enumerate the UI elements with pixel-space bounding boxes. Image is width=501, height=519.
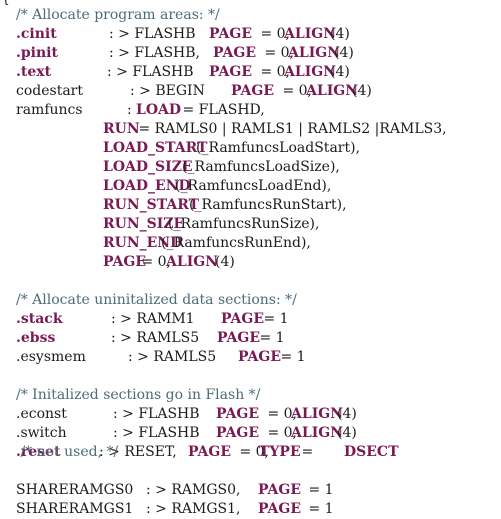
- code-text: :: [127, 102, 137, 118]
- page-keyword: PAGE: [231, 83, 274, 99]
- code-text: = 0,: [263, 406, 302, 422]
- page-keyword: PAGE: [216, 425, 259, 441]
- section-name: SHARERAMGS0: [16, 482, 134, 498]
- code-text: = 1: [276, 349, 306, 365]
- type-keyword: TYPE: [259, 444, 301, 460]
- code-text: = 1: [304, 482, 334, 498]
- page-keyword: PAGE: [217, 330, 260, 346]
- page-keyword: PAGE: [221, 311, 264, 327]
- code-text: (_RamfuncsRunEnd),: [161, 235, 311, 251]
- align-keyword: ALIGN: [284, 64, 337, 80]
- page-keyword: PAGE: [103, 254, 146, 270]
- align-keyword: ALIGN: [291, 425, 344, 441]
- code-text: : > RESET,: [99, 444, 177, 460]
- code-comment: /* Initalized sections go in Flash */: [16, 387, 261, 403]
- section-name: .pinit: [16, 45, 58, 61]
- section-name: .stack: [16, 311, 63, 327]
- code-text: = 0,: [263, 425, 302, 441]
- code-text: = FLASHD,: [178, 102, 265, 118]
- page-keyword: PAGE: [209, 64, 252, 80]
- load-keyword: LOAD: [136, 102, 182, 118]
- code-text: = 0,: [235, 444, 274, 460]
- code-text: (_RamfuncsLoadSize),: [182, 159, 340, 175]
- code-text: (_RamfuncsRunSize),: [168, 216, 320, 232]
- code-text: = 1: [255, 330, 285, 346]
- page-keyword: PAGE: [258, 501, 301, 517]
- load-end-keyword: LOAD_END: [103, 178, 191, 194]
- code-text: : > RAMLS5: [128, 349, 217, 365]
- run-start-keyword: RUN_START: [103, 197, 200, 213]
- align-keyword: ALIGN: [306, 83, 359, 99]
- section-name: .ebss: [16, 330, 56, 346]
- code-text: = RAMLS0 | RAMLS1 | RAMLS2 |RAMLS3,: [134, 121, 447, 137]
- page-keyword: PAGE: [213, 45, 256, 61]
- code-text: : > FLASHB: [109, 26, 196, 42]
- code-text: : > RAMLS5: [111, 330, 200, 346]
- code-text: = 0,: [260, 45, 299, 61]
- code-text: (4): [352, 83, 372, 99]
- section-name: .cinit: [16, 26, 57, 42]
- code-text: (_RamfuncsLoadEnd),: [175, 178, 332, 194]
- code-text: : > FLASHB: [113, 425, 200, 441]
- code-text: : > RAMM1: [111, 311, 195, 327]
- code-text: : > BEGIN: [130, 83, 205, 99]
- code-text: = 1: [304, 501, 334, 517]
- page-keyword: PAGE: [258, 482, 301, 498]
- code-text: (4): [330, 26, 350, 42]
- page-keyword: PAGE: [216, 406, 259, 422]
- load-size-keyword: LOAD_SIZE: [103, 159, 193, 175]
- align-keyword: ALIGN: [291, 406, 344, 422]
- code-text: : > RAMGS1,: [146, 501, 241, 517]
- code-comment: /* not used, */: [16, 444, 119, 460]
- code-comment: /* Allocate uninitalized data sections: …: [16, 292, 297, 308]
- top-brace-fragment: {: [2, 0, 10, 6]
- section-name: .switch: [16, 425, 67, 441]
- code-text: =: [297, 444, 318, 460]
- code-text: (4): [330, 64, 350, 80]
- run-end-keyword: RUN_END: [103, 235, 183, 251]
- code-text: (4): [215, 254, 235, 270]
- dsect-keyword: DSECT: [344, 444, 399, 460]
- page-keyword: PAGE: [188, 444, 231, 460]
- run-keyword: RUN: [103, 121, 140, 137]
- align-keyword: ALIGN: [288, 45, 341, 61]
- align-keyword: ALIGN: [166, 254, 219, 270]
- code-text: (_RamfuncsLoadStart),: [196, 140, 361, 156]
- code-text: (_RamfuncsRunStart),: [189, 197, 347, 213]
- page-keyword: PAGE: [209, 26, 252, 42]
- section-name: codestart: [16, 83, 83, 99]
- code-text: (4): [334, 45, 354, 61]
- code-text: = 0,: [278, 83, 317, 99]
- code-text: = 0,: [137, 254, 176, 270]
- section-name: SHARERAMGS1: [16, 501, 134, 517]
- code-text: : > RAMGS0,: [146, 482, 241, 498]
- code-text: : > FLASHB: [107, 64, 194, 80]
- section-name: .text: [16, 64, 52, 80]
- code-text: (4): [337, 406, 357, 422]
- load-start-keyword: LOAD_START: [103, 140, 208, 156]
- code-text: = 0,: [256, 64, 295, 80]
- section-name: .esysmem: [16, 349, 86, 365]
- code-comment: /* Allocate program areas: */: [16, 7, 220, 23]
- code-text: : > FLASHB,: [109, 45, 201, 61]
- code-text: = 1: [259, 311, 289, 327]
- page-keyword: PAGE: [238, 349, 281, 365]
- section-name: .reset: [16, 444, 61, 460]
- code-text: (4): [337, 425, 357, 441]
- align-keyword: ALIGN: [284, 26, 337, 42]
- section-name: .econst: [16, 406, 67, 422]
- code-text: = 0,: [256, 26, 295, 42]
- section-name: ramfuncs: [16, 102, 83, 118]
- run-size-keyword: RUN_SIZE: [103, 216, 185, 232]
- code-text: : > FLASHB: [113, 406, 200, 422]
